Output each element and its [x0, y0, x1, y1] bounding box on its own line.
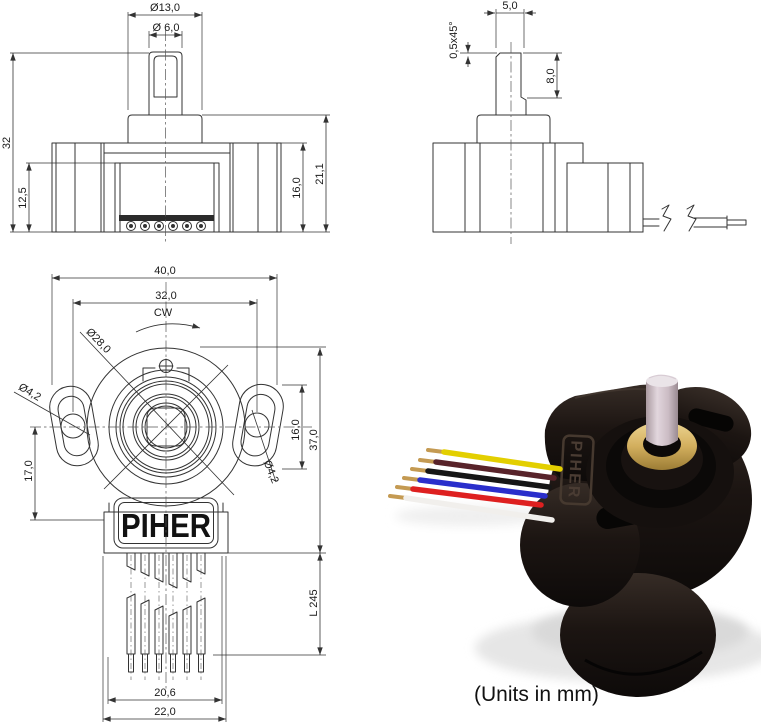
units-note: (Units in mm) [474, 683, 599, 706]
wire-white [403, 495, 555, 523]
dim-top-32: 32,0 [155, 290, 176, 302]
dim-top-16: 16,0 [290, 419, 302, 440]
dim-side-5: 5,0 [502, 0, 517, 12]
dim-top-37: 37,0 [308, 429, 320, 450]
cw-rotation-arrow [135, 323, 201, 333]
terminal-strip [119, 215, 214, 221]
wire-yellow [441, 449, 563, 472]
mount-slot-top [688, 408, 734, 432]
top-view: PIHER 40,0 32,0 CW Ø28,0 Ø4,2 Ø4,2 16,0 [13, 265, 326, 722]
dim-side-chamfer: 0,5x45° [448, 21, 460, 58]
svg-text:PIHER: PIHER [564, 440, 584, 500]
side-body-outline [432, 142, 584, 233]
wire-red [410, 486, 544, 508]
lead-wire-break [642, 204, 747, 232]
dim-front-dia6: Ø 6,0 [153, 22, 180, 34]
front-bushing [127, 114, 203, 144]
dim-front-21-1: 21,1 [314, 163, 326, 184]
side-shaft [495, 52, 527, 116]
dim-top-lead-length: L 245 [308, 589, 320, 616]
right-mount-hole [244, 412, 270, 438]
dim-front-12-5: 12,5 [17, 187, 29, 208]
side-wire-exit-block [566, 162, 644, 233]
wire-black [425, 468, 552, 490]
dim-top-dia42-left: Ø4,2 [16, 381, 43, 404]
side-view: 5,0 0,5x45° 8,0 [432, 0, 747, 244]
cw-label: CW [154, 307, 173, 319]
wire-blue [417, 477, 548, 499]
right-ear [232, 383, 284, 467]
wire-harness [388, 448, 563, 523]
dim-side-8: 8,0 [545, 68, 557, 83]
front-shaft-slot [153, 55, 178, 98]
connector-pins [126, 552, 206, 680]
front-terminals [126, 221, 206, 231]
product-photo: PIHER [388, 374, 761, 697]
dim-top-20-6: 20,6 [154, 687, 175, 699]
wire-maroon [433, 459, 557, 481]
photo-shaft [646, 381, 678, 446]
dim-top-17: 17,0 [23, 460, 35, 481]
dim-top-40: 40,0 [154, 265, 175, 277]
dim-top-dia42-right: Ø4,2 [261, 459, 281, 486]
dim-front-32: 32 [1, 137, 13, 149]
dim-top-22: 22,0 [154, 706, 175, 718]
dim-front-dia13: Ø13,0 [150, 2, 180, 14]
dim-front-16: 16,0 [291, 177, 303, 198]
left-mount-hole [60, 413, 86, 439]
side-bushing [476, 114, 551, 144]
front-view: Ø13,0 Ø 6,0 32 12,5 16,0 21,1 [1, 2, 330, 244]
